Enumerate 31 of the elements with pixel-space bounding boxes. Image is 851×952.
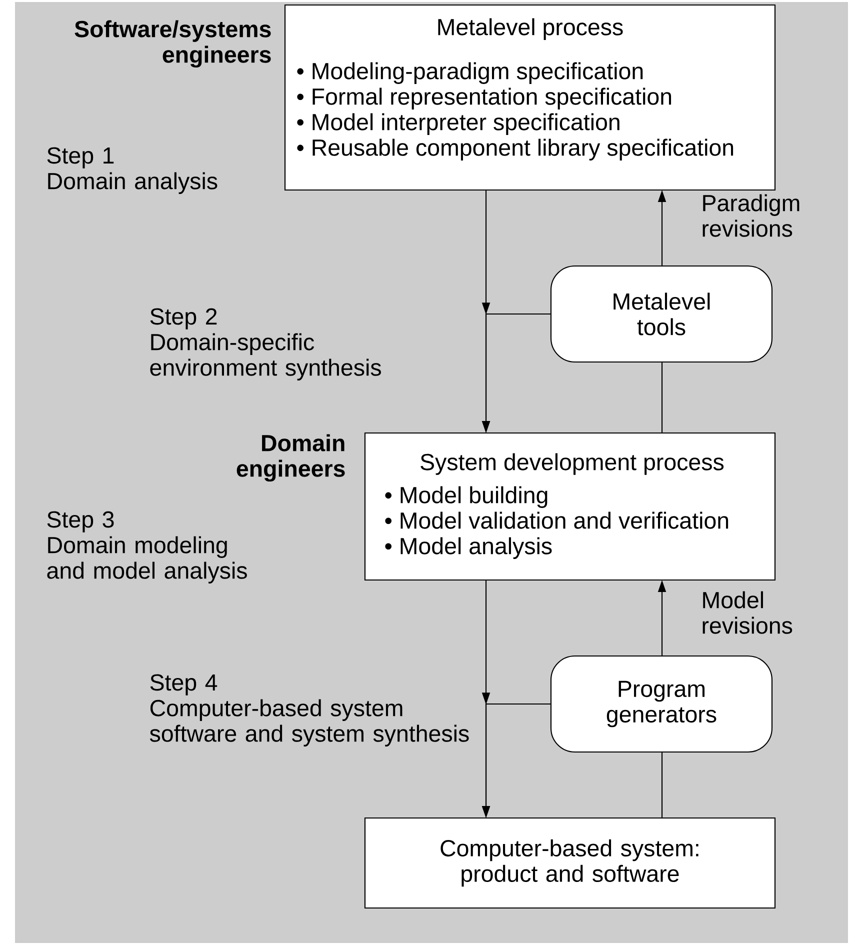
bullet-item: • Reusable component library specification	[297, 138, 734, 160]
box-label: Computer-based system: product and software	[440, 839, 698, 887]
bullet-item: • Model validation and verification	[385, 512, 728, 529]
rounded-box	[550, 655, 773, 753]
box-heading: Metalevel process	[438, 18, 623, 40]
step-label: Step 4	[150, 674, 218, 696]
bullet-item: • Model building	[385, 486, 548, 508]
bullet-item: • Formal representation specification	[297, 88, 672, 110]
step-label: Domain modeling and model analysis	[47, 536, 247, 584]
box-heading: System development process	[420, 453, 724, 475]
edge-label: Paradigm revisions	[702, 194, 800, 237]
connector-line	[662, 362, 663, 433]
step-label: Step 3	[47, 511, 114, 532]
bullet-item: • Modeling-paradigm specification	[297, 62, 643, 84]
step-label: Domain analysis	[48, 172, 218, 194]
edge-label: Model revisions	[702, 591, 792, 634]
bullet-item: • Model interpreter specification	[297, 113, 620, 135]
role-label: Domain engineers	[236, 434, 345, 482]
connector-line	[662, 752, 663, 818]
step-label: Step 2	[150, 308, 217, 330]
process-box	[364, 817, 776, 909]
box-label: Metalevel tools	[614, 292, 710, 336]
process-box	[284, 4, 776, 191]
step-label: Step 1	[47, 147, 114, 168]
process-box	[364, 432, 776, 581]
step-label: Computer-based system software and system synthesis	[150, 699, 469, 746]
rounded-box	[550, 265, 773, 363]
role-label: Software/systems engineers	[74, 20, 271, 68]
box-label: Program generators	[606, 680, 716, 728]
step-label: Domain-specific environment synthesis	[150, 333, 381, 380]
bullet-item: • Model analysis	[385, 537, 552, 559]
